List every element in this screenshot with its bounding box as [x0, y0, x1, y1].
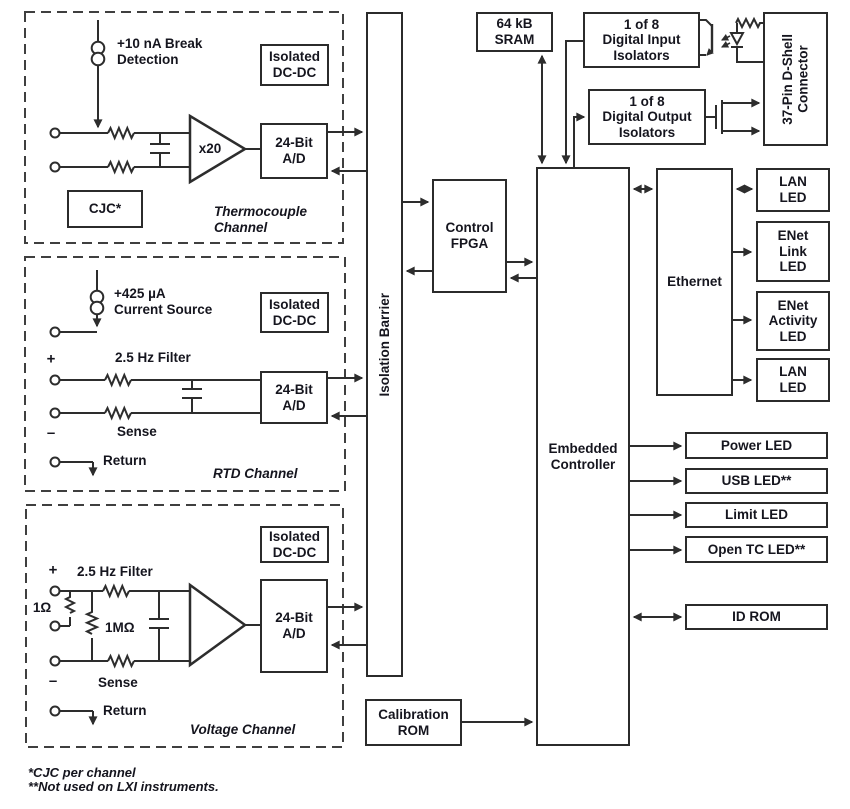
input-terminal	[49, 585, 61, 597]
return-wire	[59, 461, 93, 475]
input-rail-plus	[59, 583, 190, 599]
voltage-return-label: Return	[103, 703, 147, 718]
voltage-sense-label: Sense	[98, 675, 138, 690]
phototransistor-collector	[700, 19, 713, 27]
thermocouple-channel-label: Thermocouple Channel	[214, 204, 308, 235]
filter-capacitor	[150, 133, 170, 167]
core-interconnect	[403, 40, 754, 727]
embedded-controller: Embedded Controller	[536, 167, 630, 746]
isolated-dcdc-voltage: Isolated DC-DC	[260, 526, 329, 563]
voltage-channel-border	[25, 504, 344, 748]
voltage-plus-label: +	[48, 561, 58, 579]
input-terminal	[49, 655, 61, 667]
enet-link-led: ENet Link LED	[756, 221, 830, 282]
cjc-box: CJC*	[67, 190, 143, 228]
voltage-channel-label: Voltage Channel	[190, 722, 296, 737]
break-detection-label: +10 nA Break Detection	[117, 36, 203, 67]
power-led: Power LED	[685, 432, 828, 459]
light-arrow	[721, 41, 731, 48]
adc-voltage: 24-Bit A/D	[260, 579, 328, 673]
adc-rtd: 24-Bit A/D	[260, 371, 328, 424]
ethernet: Ethernet	[656, 168, 733, 396]
lan-led-bottom: LAN LED	[756, 358, 830, 402]
current-source-icon	[90, 51, 106, 67]
footnotes: *CJC per channel **Not used on LXI instr…	[28, 765, 219, 794]
adc-thermocouple: 24-Bit A/D	[260, 123, 328, 179]
input-terminal	[49, 456, 61, 468]
isolated-dcdc-rtd: Isolated DC-DC	[260, 292, 329, 333]
rtd-return-label: Return	[103, 453, 147, 468]
calibration-rom: Calibration ROM	[365, 699, 462, 746]
return-wire	[59, 710, 93, 724]
filter-capacitor	[182, 380, 202, 413]
id-rom: ID ROM	[685, 604, 828, 630]
input-rail-minus	[59, 159, 190, 175]
limit-led: Limit LED	[685, 502, 828, 528]
rtd-channel-border	[24, 256, 346, 492]
input-rail-plus	[59, 372, 260, 388]
voltage-circuit	[49, 582, 366, 724]
input-terminal	[49, 127, 61, 139]
dshell-connector-label: 37-Pin D-Shell Connector	[779, 33, 811, 125]
enet-activity-led: ENet Activity LED	[756, 291, 830, 351]
digital-input-isolators: 1 of 8 Digital Input Isolators	[583, 12, 700, 68]
open-tc-led: Open TC LED**	[685, 536, 828, 563]
rtd-channel-label: RTD Channel	[213, 466, 298, 481]
amplifier-gain-label: x20	[198, 141, 222, 157]
input-terminal	[49, 374, 61, 386]
rtd-filter-label: 2.5 Hz Filter	[115, 350, 191, 365]
input-terminal	[49, 407, 61, 419]
input-terminal	[49, 161, 61, 173]
led-icon	[729, 32, 745, 47]
rtd-sense-label: Sense	[117, 424, 157, 439]
input-rail-plus	[59, 125, 190, 141]
input-terminal	[49, 326, 61, 338]
input-terminal	[49, 705, 61, 717]
sram: 64 kB SRAM	[476, 12, 553, 52]
shunt-resistor-icon	[59, 591, 77, 627]
rtd-current-source-label: +425 µA Current Source	[114, 286, 213, 317]
rtd-circuit	[49, 270, 366, 475]
optocoupler-icon	[700, 16, 763, 63]
mosfet-icon	[706, 98, 761, 136]
light-arrow	[721, 34, 731, 41]
input-terminal	[49, 620, 61, 632]
voltage-input-resistor-label: 1MΩ	[105, 620, 135, 635]
control-fpga: Control FPGA	[432, 179, 507, 293]
rtd-minus-label: –	[46, 424, 56, 442]
amplifier-icon	[188, 582, 248, 668]
voltage-filter-label: 2.5 Hz Filter	[77, 564, 153, 579]
rtd-plus-label: +	[46, 350, 56, 368]
current-source-icon	[89, 300, 105, 316]
phototransistor-emitter	[706, 48, 714, 56]
thermocouple-channel-border	[24, 11, 344, 244]
input-rail-sense	[59, 653, 190, 669]
isolation-barrier-label: Isolation Barrier	[376, 292, 392, 397]
dshell-connector: 37-Pin D-Shell Connector	[763, 12, 828, 146]
channel-enclosures	[24, 11, 346, 748]
led-cathode-wire	[736, 47, 763, 63]
voltage-minus-label: –	[48, 672, 58, 690]
controller-to-digital-output	[573, 112, 586, 167]
isolated-dcdc-thermocouple: Isolated DC-DC	[260, 44, 329, 86]
digital-input-to-controller	[561, 40, 583, 165]
pullup-resistor-icon	[735, 16, 763, 30]
isolation-barrier: Isolation Barrier	[366, 12, 403, 677]
amplifier-icon	[188, 113, 248, 185]
lan-led-top: LAN LED	[756, 168, 830, 212]
thermocouple-circuit	[49, 20, 366, 185]
digital-output-isolators: 1 of 8 Digital Output Isolators	[588, 89, 706, 145]
voltage-shunt-label: 1Ω	[32, 600, 52, 616]
input-resistor-icon	[84, 591, 100, 661]
usb-led: USB LED**	[685, 468, 828, 494]
filter-capacitor	[149, 591, 169, 661]
input-rail-sense	[59, 405, 260, 421]
